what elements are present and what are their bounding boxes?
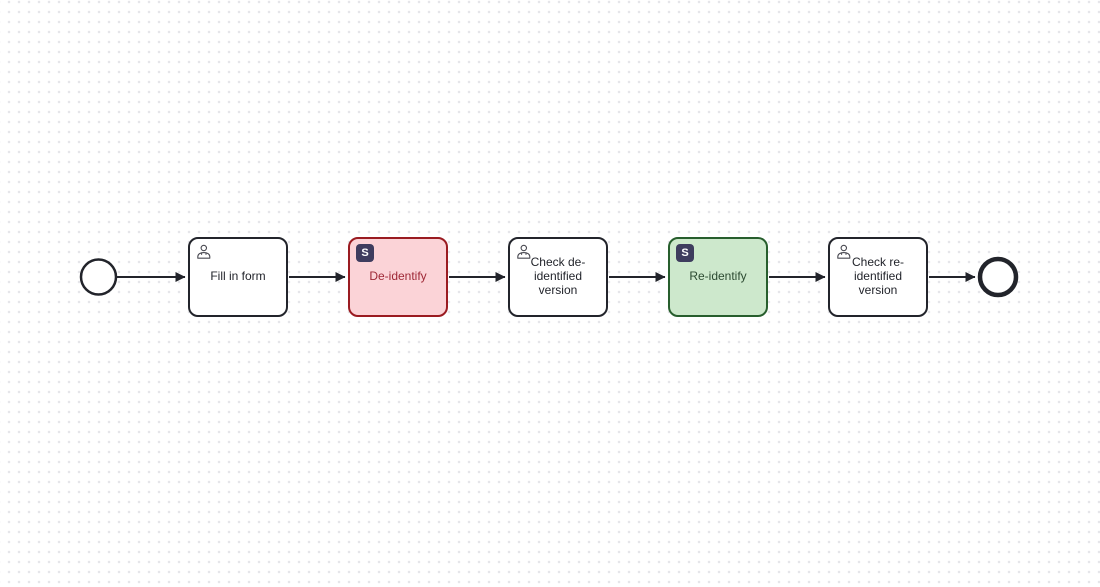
user-icon — [517, 244, 531, 259]
s-badge-icon: S — [356, 244, 374, 262]
task-label: De-identify — [369, 269, 427, 284]
task-label: Re-identify — [689, 269, 747, 284]
task-label: Fill in form — [210, 269, 266, 284]
task-label: Check re- identified version — [851, 255, 904, 297]
start-event[interactable] — [79, 258, 118, 296]
task-check-re-identified[interactable]: Check re- identified version — [828, 237, 928, 317]
user-icon — [837, 244, 851, 259]
end-event[interactable] — [977, 256, 1019, 298]
task-re-identify[interactable]: S Re-identify — [668, 237, 768, 317]
task-label: Check de- identified version — [530, 255, 586, 297]
task-de-identify[interactable]: S De-identify — [348, 237, 448, 317]
task-fill-in-form[interactable]: Fill in form — [188, 237, 288, 317]
task-check-de-identified[interactable]: Check de- identified version — [508, 237, 608, 317]
s-badge-icon: S — [676, 244, 694, 262]
user-icon — [197, 244, 211, 259]
